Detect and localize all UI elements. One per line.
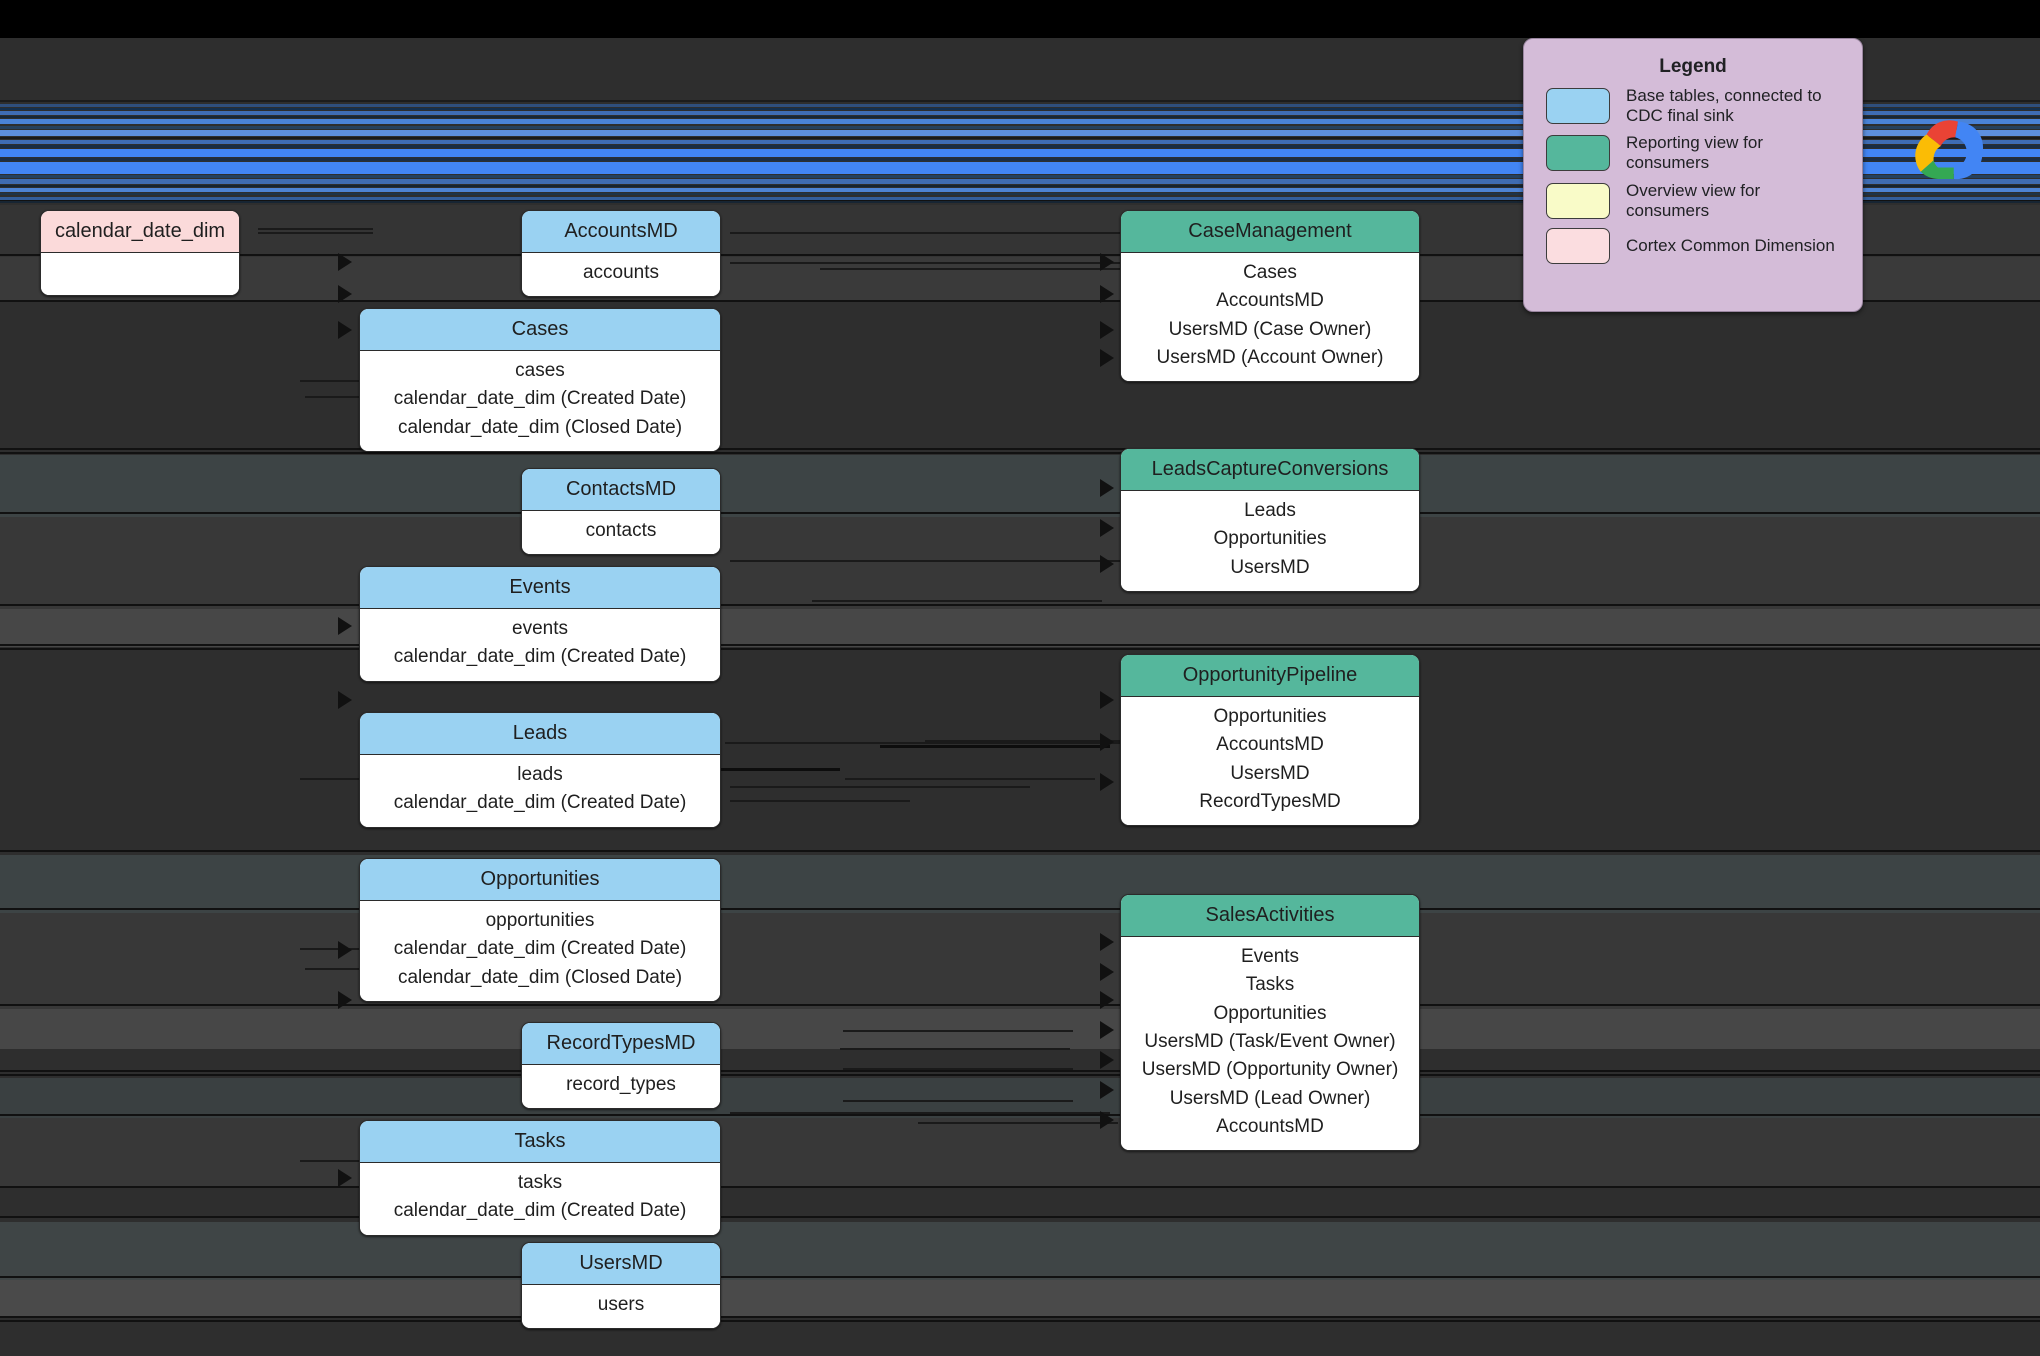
- entity-box-body: record_types: [522, 1065, 720, 1109]
- entity-box-opportunities[interactable]: Opportunities opportunities calendar_date_…: [359, 858, 721, 1002]
- entity-box-row: tasks: [517, 1172, 563, 1193]
- google-cloud-logo: [1905, 110, 1991, 182]
- entity-box-row: events: [512, 618, 568, 639]
- entity-box-title: Events: [360, 567, 720, 609]
- entity-box-title: Tasks: [360, 1121, 720, 1163]
- entity-box-row: cases: [515, 360, 565, 381]
- entity-box-row: UsersMD (Opportunity Owner): [1141, 1059, 1399, 1081]
- entity-box-row: leads: [517, 764, 563, 785]
- entity-box-title: AccountsMD: [522, 211, 720, 253]
- entity-box-row: calendar_date_dim (Closed Date): [397, 416, 683, 438]
- entity-box-title: CaseManagement: [1121, 211, 1419, 253]
- legend-item-label: Reporting view for consumers: [1626, 133, 1764, 173]
- entity-box-row: Events: [1240, 946, 1300, 967]
- entity-box-body: events calendar_date_dim (Created Date): [360, 609, 720, 681]
- reporting-view-swatch: [1546, 135, 1610, 172]
- entity-box-usersmd[interactable]: UsersMD users: [521, 1242, 721, 1330]
- base-table-swatch: [1546, 87, 1610, 124]
- entity-box-row: UsersMD (Lead Owner): [1169, 1087, 1371, 1109]
- entity-box-row: calendar_date_dim (Created Date): [393, 792, 687, 814]
- entity-box-title: RecordTypesMD: [522, 1023, 720, 1065]
- entity-box-row: contacts: [585, 520, 657, 541]
- entity-box-title: ContactsMD: [522, 469, 720, 511]
- entity-box-body: contacts: [522, 511, 720, 555]
- legend-item: Cortex Common Dimension: [1546, 228, 1862, 265]
- legend-item-label: Overview view for consumers: [1626, 180, 1761, 220]
- entity-box-calendar-date-dim[interactable]: calendar_date_dim: [40, 210, 240, 296]
- entity-box-body: accounts: [522, 253, 720, 297]
- legend-panel: Legend Base tables, connected to CDC fin…: [1523, 38, 1863, 312]
- legend-item-label: Base tables, connected to CDC final sink: [1626, 86, 1822, 125]
- entity-box-row: Tasks: [1245, 974, 1295, 996]
- entity-box-row: AccountsMD: [1216, 290, 1324, 312]
- entity-box-row: Opportunities: [1213, 706, 1327, 727]
- cortex-dimension-swatch: [1546, 228, 1610, 265]
- entity-box-row: RecordTypesMD: [1199, 790, 1341, 812]
- entity-box-row: Opportunities: [1213, 1002, 1327, 1024]
- entity-box-body: users: [522, 1285, 720, 1329]
- legend-rows: Base tables, connected to CDC final sink…: [1524, 86, 1862, 265]
- entity-box-body: [41, 253, 239, 295]
- entity-box-title: SalesActivities: [1121, 895, 1419, 937]
- entity-box-cases[interactable]: Cases cases calendar_date_dim (Created Dat…: [359, 308, 721, 452]
- entity-box-row: UsersMD: [1230, 556, 1310, 578]
- entity-box-body: leads calendar_date_dim (Created Date): [360, 755, 720, 827]
- entity-box-row: Leads: [1244, 500, 1296, 521]
- entity-box-contactsmd[interactable]: ContactsMD contacts: [521, 468, 721, 556]
- entity-box-row: users: [597, 1294, 645, 1315]
- entity-box-row: calendar_date_dim (Created Date): [393, 1200, 687, 1222]
- entity-box-row: AccountsMD: [1216, 1115, 1324, 1137]
- entity-box-row: Opportunities: [1213, 528, 1327, 550]
- entity-box-row: accounts: [582, 262, 660, 283]
- entity-box-recordtypesmd[interactable]: RecordTypesMD record_types: [521, 1022, 721, 1110]
- entity-box-body: opportunities calendar_date_dim (Created …: [360, 901, 720, 1001]
- legend-item: Base tables, connected to CDC final sink: [1546, 86, 1862, 125]
- entity-box-accountsmd[interactable]: AccountsMD accounts: [521, 210, 721, 298]
- entity-box-row: calendar_date_dim (Created Date): [393, 646, 687, 668]
- entity-box-title: Cases: [360, 309, 720, 351]
- entity-box-events[interactable]: Events events calendar_date_dim (Created D…: [359, 566, 721, 682]
- entity-box-row: calendar_date_dim (Created Date): [393, 388, 687, 410]
- overview-view-swatch: [1546, 182, 1610, 219]
- entity-box-tasks[interactable]: Tasks tasks calendar_date_dim (Created Dat…: [359, 1120, 721, 1236]
- legend-title: Legend: [1659, 56, 1727, 77]
- entity-box-row: UsersMD (Case Owner): [1168, 318, 1372, 340]
- entity-box-row: AccountsMD: [1216, 734, 1324, 756]
- legend-item: Reporting view for consumers: [1546, 133, 1862, 172]
- entity-box-title: calendar_date_dim: [41, 211, 239, 253]
- entity-box-row: UsersMD (Account Owner): [1156, 346, 1384, 368]
- entity-box-row: Cases: [1243, 262, 1297, 283]
- entity-box-title: Opportunities: [360, 859, 720, 901]
- entity-box-row: opportunities: [485, 910, 595, 931]
- entity-box-row: record_types: [566, 1074, 676, 1095]
- entity-box-title: OpportunityPipeline: [1121, 655, 1419, 697]
- entity-box-title: UsersMD: [522, 1243, 720, 1285]
- entity-box-body: tasks calendar_date_dim (Created Date): [360, 1163, 720, 1235]
- legend-item-label: Cortex Common Dimension: [1626, 236, 1835, 256]
- entity-box-title: LeadsCaptureConversions: [1121, 449, 1419, 491]
- entity-box-row: calendar_date_dim (Created Date): [393, 938, 687, 960]
- legend-item: Overview view for consumers: [1546, 181, 1862, 220]
- entity-box-title: Leads: [360, 713, 720, 755]
- entity-box-body: cases calendar_date_dim (Created Date) cal…: [360, 351, 720, 451]
- entity-box-leads[interactable]: Leads leads calendar_date_dim (Created Dat…: [359, 712, 721, 828]
- entity-box-row: UsersMD (Task/Event Owner): [1144, 1030, 1396, 1052]
- entity-box-row: calendar_date_dim (Closed Date): [397, 966, 683, 988]
- entity-box-row: UsersMD: [1230, 762, 1310, 784]
